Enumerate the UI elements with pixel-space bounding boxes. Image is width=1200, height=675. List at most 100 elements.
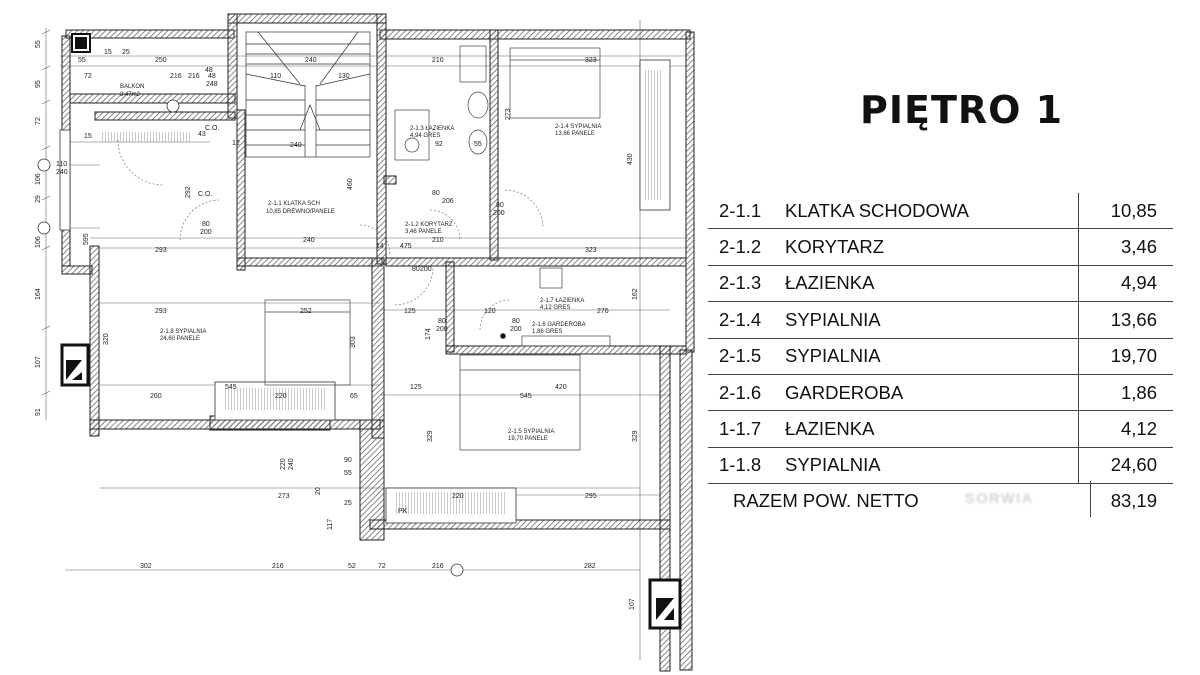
dim-text: 72 xyxy=(378,563,386,570)
label-lazienka-top: 2-1.3 ŁAZIENKA xyxy=(410,126,454,132)
dim-text: 320 xyxy=(103,333,110,345)
dim-text: 107 xyxy=(629,598,636,610)
dim-text: 52 xyxy=(348,563,356,570)
label-pk: PK xyxy=(398,508,408,515)
dim-text: 276 xyxy=(597,308,609,315)
dim-text: 250 xyxy=(155,57,167,64)
label-klatka-spec: 10,85 DREWNO/PANELE xyxy=(266,209,335,215)
total-row: RAZEM POW. NETTO SORWIA 83,19 xyxy=(708,481,1173,517)
dim-text: 248 xyxy=(206,81,218,88)
dim-text: 106 xyxy=(35,173,42,185)
label-garderoba: 2-1.6 GARDEROBA xyxy=(532,322,586,328)
dim-text: 91 xyxy=(35,408,42,416)
dim-text: 260 xyxy=(150,393,162,400)
room-area: 4,94 xyxy=(1078,265,1173,303)
dim-text: 293 xyxy=(155,247,167,254)
dim-text: 120 xyxy=(484,308,496,315)
dim-text: 106 xyxy=(35,236,42,248)
dim-text: 200 xyxy=(200,229,212,236)
dim-text: 65 xyxy=(350,393,358,400)
total-separator xyxy=(1090,481,1091,517)
dim-text: 240 xyxy=(290,142,302,149)
total-label: RAZEM POW. NETTO xyxy=(733,490,919,511)
label-lazienka-mid-spec: 4,12 GRES xyxy=(540,305,570,311)
room-area: 10,85 xyxy=(1078,193,1173,230)
dim-text: 95 xyxy=(35,80,42,88)
walls xyxy=(61,13,695,672)
door-swings xyxy=(117,139,544,331)
dim-text: 220 xyxy=(452,493,464,500)
dim-text: 80 xyxy=(438,318,446,325)
room-labels: 2-1.1 KLATKA SCH 10,85 DREWNO/PANELE 2-1… xyxy=(160,124,601,515)
dim-text: 323 xyxy=(585,247,597,254)
dim-text: 206 xyxy=(442,198,454,205)
floor-plan: BALKON 3,47m2 2-1.1 KLATKA SCH 10,85 DRE… xyxy=(35,13,695,672)
room-name: GARDEROBA xyxy=(785,374,1079,412)
label-lazienka-mid: 2-1.7 ŁAZIENKA xyxy=(540,298,584,304)
dim-text: 273 xyxy=(278,493,290,500)
dim-text: 110 xyxy=(56,161,67,168)
dim-text: 80 xyxy=(512,318,520,325)
dim-text: 295 xyxy=(585,493,597,500)
dim-text: 282 xyxy=(584,563,596,570)
dim-text: 25 xyxy=(122,49,130,56)
room-code: 2-1.4 xyxy=(708,301,785,339)
dim-text: 220 xyxy=(275,393,287,400)
dim-text: 200 xyxy=(493,210,505,217)
dim-text: 80 xyxy=(202,221,210,228)
dim-text: 200 xyxy=(420,266,432,273)
room-area: 4,12 xyxy=(1078,410,1173,448)
dim-text: 216 xyxy=(188,73,200,80)
dim-text: 240 xyxy=(288,458,295,470)
dim-text: 80 xyxy=(412,266,420,273)
dim-text: 475 xyxy=(400,243,412,250)
dim-text: 162 xyxy=(632,288,639,300)
dim-text: 80 xyxy=(432,190,440,197)
dim-text: 252 xyxy=(300,308,312,315)
dim-text: 240 xyxy=(303,237,315,244)
dim-text: 43 xyxy=(198,131,206,138)
dim-text: 55 xyxy=(344,470,352,477)
room-code: 2-1.3 xyxy=(708,265,785,303)
room-code: 2-1.1 xyxy=(708,193,785,230)
dim-text: 48 xyxy=(205,67,213,74)
room-area: 3,46 xyxy=(1078,228,1173,266)
dim-text: 55 xyxy=(78,57,86,64)
dim-text: 90 xyxy=(344,457,352,464)
dim-text: 55 xyxy=(474,141,482,148)
dim-text: 92 xyxy=(435,141,443,148)
room-name: SYPIALNIA xyxy=(785,447,1079,485)
room-name: SYPIALNIA xyxy=(785,338,1079,375)
room-name: KLATKA SCHODOWA xyxy=(785,193,1079,230)
dim-text: 329 xyxy=(632,430,639,442)
dim-text: 80 xyxy=(496,202,504,209)
staircase xyxy=(245,31,371,158)
dim-text: 15 xyxy=(104,49,112,56)
dim-text: 240 xyxy=(56,169,68,176)
total-value: 83,19 xyxy=(1110,490,1157,511)
dim-text: 55 xyxy=(35,40,42,48)
dim-text: 430 xyxy=(627,153,634,165)
label-co-1: C.O. xyxy=(205,125,219,132)
dim-text: 107 xyxy=(35,356,42,368)
dim-text: 210 xyxy=(432,237,444,244)
dim-text: 174 xyxy=(425,328,432,340)
window-hatch xyxy=(100,70,663,514)
room-area: 13,66 xyxy=(1078,301,1173,339)
dim-text: 25 xyxy=(344,500,352,507)
dim-text: 302 xyxy=(140,563,152,570)
room-code: 2-1.6 xyxy=(708,374,785,412)
dim-text: 595 xyxy=(83,233,90,245)
room-area: 1,86 xyxy=(1078,374,1173,412)
dim-text: 545 xyxy=(225,384,237,391)
dim-text: 210 xyxy=(432,57,444,64)
room-name: ŁAZIENKA xyxy=(785,410,1079,448)
chimney-icons xyxy=(60,33,682,630)
